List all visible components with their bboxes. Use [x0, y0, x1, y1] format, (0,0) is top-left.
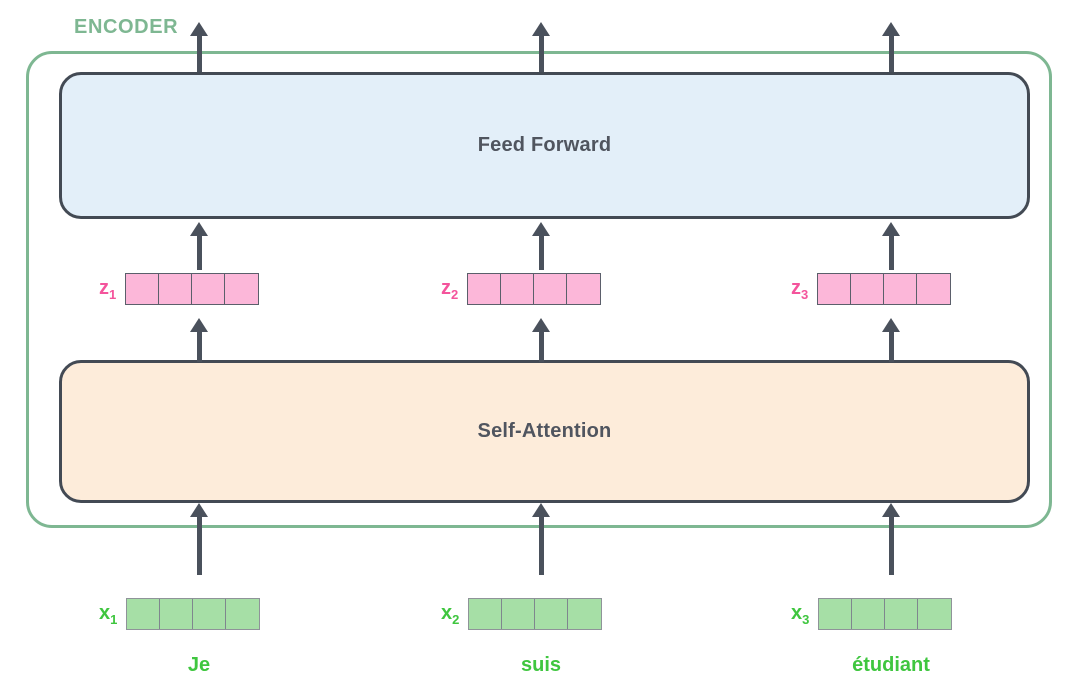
input-arrow-3 — [882, 503, 900, 575]
x-vector-2-subscript: 2 — [452, 611, 460, 627]
vector-cell — [567, 274, 601, 304]
vector-cell — [160, 599, 194, 629]
vector-cell — [502, 599, 536, 629]
vector-cell — [127, 599, 161, 629]
vector-cell — [126, 274, 160, 304]
input-arrow-2 — [532, 503, 550, 575]
z-vector-2: z2 — [441, 273, 602, 305]
arrow-shaft — [539, 514, 544, 575]
arrowhead-icon — [532, 503, 550, 517]
vector-cell — [535, 599, 569, 629]
output-arrow-2 — [532, 22, 550, 72]
arrowhead-icon — [532, 22, 550, 36]
x-vector-1-cells — [126, 598, 261, 630]
z-vector-1-subscript: 1 — [109, 286, 117, 302]
x-vector-1: x1 — [99, 598, 261, 630]
self-attention-label: Self-Attention — [477, 420, 612, 442]
output-arrow-1 — [190, 22, 208, 72]
x-vector-2-cells — [468, 598, 603, 630]
arrow-shaft — [889, 514, 894, 575]
x-vector-2: x2 — [441, 598, 603, 630]
encoder-label: ENCODER — [74, 16, 179, 38]
vector-cell — [918, 599, 952, 629]
arrow-shaft — [539, 33, 544, 72]
arrowhead-icon — [532, 222, 550, 236]
vector-cell — [884, 274, 918, 304]
arrowhead-icon — [532, 318, 550, 332]
z-vector-2-label: z2 — [441, 276, 459, 302]
selfattention-to-z-arrow-3 — [882, 318, 900, 362]
arrowhead-icon — [882, 503, 900, 517]
arrow-shaft — [889, 33, 894, 72]
x-vector-3-cells — [818, 598, 953, 630]
z-vector-3-subscript: 3 — [801, 286, 809, 302]
x-vector-3-subscript: 3 — [802, 611, 810, 627]
z-to-feedforward-arrow-3 — [882, 222, 900, 270]
vector-cell — [226, 599, 260, 629]
z-vector-2-cells — [467, 273, 602, 305]
z-vector-2-subscript: 2 — [451, 286, 459, 302]
z-vector-1: z1 — [99, 273, 260, 305]
z-vector-1-cells — [125, 273, 260, 305]
vector-cell — [917, 274, 951, 304]
arrow-shaft — [197, 233, 202, 270]
vector-cell — [159, 274, 193, 304]
vector-cell — [819, 599, 853, 629]
arrow-shaft — [889, 233, 894, 270]
vector-cell — [568, 599, 602, 629]
word-label-2: suis — [520, 654, 562, 676]
arrowhead-icon — [190, 22, 208, 36]
arrowhead-icon — [882, 318, 900, 332]
output-arrow-3 — [882, 22, 900, 72]
arrowhead-icon — [190, 222, 208, 236]
z-vector-3-cells — [817, 273, 952, 305]
vector-cell — [885, 599, 919, 629]
feed-forward-layer: Feed Forward — [59, 72, 1030, 219]
selfattention-to-z-arrow-1 — [190, 318, 208, 362]
x-vector-1-label: x1 — [99, 601, 118, 627]
vector-cell — [534, 274, 568, 304]
x-vector-1-subscript: 1 — [110, 611, 118, 627]
arrowhead-icon — [882, 22, 900, 36]
arrow-shaft — [889, 329, 894, 362]
input-arrow-1 — [190, 503, 208, 575]
self-attention-layer: Self-Attention — [59, 360, 1030, 503]
vector-cell — [852, 599, 886, 629]
z-vector-3: z3 — [791, 273, 952, 305]
vector-cell — [192, 274, 226, 304]
vector-cell — [818, 274, 852, 304]
x-vector-2-label: x2 — [441, 601, 460, 627]
vector-cell — [193, 599, 227, 629]
vector-cell — [469, 599, 503, 629]
x-vector-3-label: x3 — [791, 601, 810, 627]
z-vector-1-label: z1 — [99, 276, 117, 302]
z-to-feedforward-arrow-1 — [190, 222, 208, 270]
z-to-feedforward-arrow-2 — [532, 222, 550, 270]
vector-cell — [468, 274, 502, 304]
arrow-shaft — [197, 33, 202, 72]
selfattention-to-z-arrow-2 — [532, 318, 550, 362]
z-vector-3-label: z3 — [791, 276, 809, 302]
vector-cell — [225, 274, 259, 304]
vector-cell — [501, 274, 535, 304]
arrow-shaft — [197, 329, 202, 362]
word-label-3: étudiant — [852, 654, 930, 676]
arrow-shaft — [539, 329, 544, 362]
arrowhead-icon — [190, 503, 208, 517]
feed-forward-label: Feed Forward — [477, 134, 612, 156]
word-label-1: Je — [187, 654, 211, 676]
arrowhead-icon — [882, 222, 900, 236]
vector-cell — [851, 274, 885, 304]
x-vector-3: x3 — [791, 598, 953, 630]
arrowhead-icon — [190, 318, 208, 332]
arrow-shaft — [539, 233, 544, 270]
arrow-shaft — [197, 514, 202, 575]
